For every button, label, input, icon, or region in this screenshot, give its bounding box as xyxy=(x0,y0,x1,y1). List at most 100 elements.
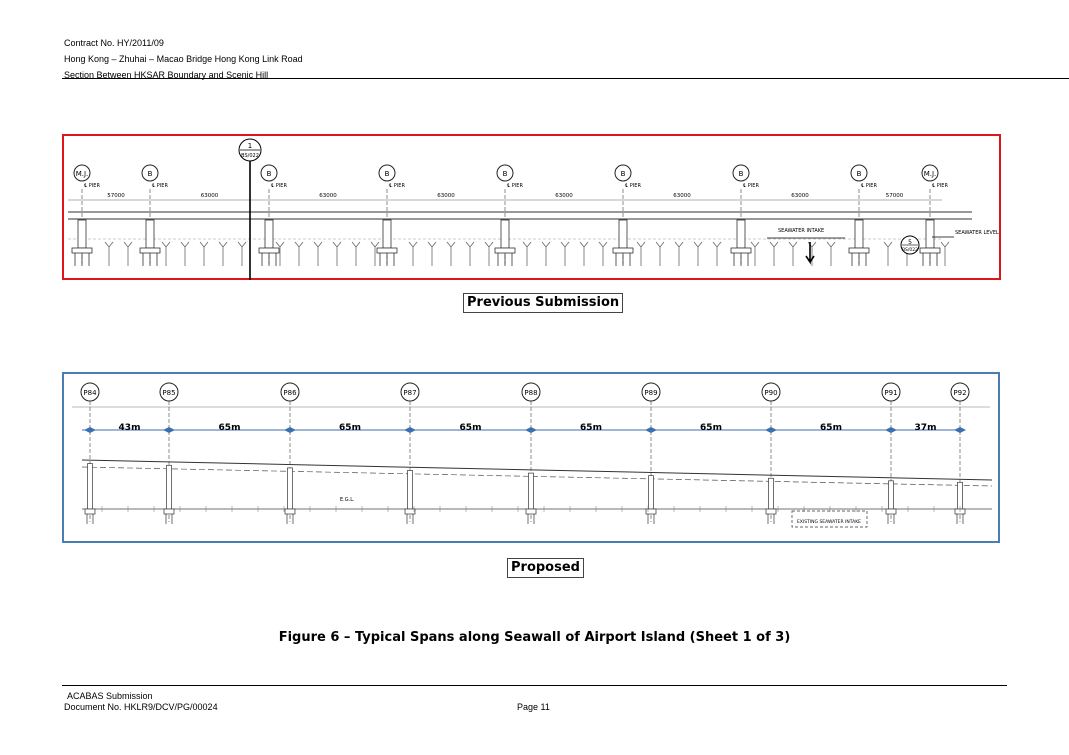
proposed-caption: Proposed xyxy=(507,558,584,578)
span-length-label: 65m xyxy=(700,423,722,433)
pier-marker-label: M.J. xyxy=(924,170,937,178)
seawall-symbol xyxy=(237,241,247,266)
seawater-level-label: SEAWATER LEVEL xyxy=(955,230,999,236)
pier-marker-label: M.J. xyxy=(76,170,89,178)
pier-column xyxy=(77,219,87,249)
seawall-symbol xyxy=(199,241,209,266)
seawall-symbol xyxy=(313,241,323,266)
pile-cap xyxy=(525,508,537,515)
deck-profile-line xyxy=(81,466,993,487)
pile-cap xyxy=(885,508,897,515)
pile-cap xyxy=(139,247,161,254)
seawall-symbol xyxy=(674,241,684,266)
span-length-label: 65m xyxy=(580,423,602,433)
seawall-symbol xyxy=(446,241,456,266)
pile-cap xyxy=(163,508,175,515)
footer-document-number: Document No. HKLR9/DCV/PG/00024 xyxy=(64,702,218,712)
existing-intake-label: EXISTING SEAWATER INTAKE xyxy=(797,519,861,525)
project-name: Hong Kong – Zhuhai – Macao Bridge Hong K… xyxy=(64,54,303,64)
pile-cap xyxy=(376,247,398,254)
pier-centerline-label: ℄ PIER xyxy=(84,183,100,189)
section-marker-5-number: 5 xyxy=(908,239,912,246)
pier-column xyxy=(528,472,534,510)
pier-marker-label: P87 xyxy=(403,389,416,397)
seawall-symbol xyxy=(408,241,418,266)
pile-cap xyxy=(765,508,777,515)
seawall-symbol xyxy=(427,241,437,266)
pier-column xyxy=(854,219,864,249)
seawall-symbol xyxy=(541,241,551,266)
span-arrowhead xyxy=(765,427,777,433)
seawall-symbol xyxy=(883,241,893,266)
pier-column xyxy=(888,480,894,510)
seawall-symbol xyxy=(104,241,114,266)
span-arrowhead xyxy=(525,427,537,433)
seawall-symbol xyxy=(180,241,190,266)
span-dimension-label: 63000 xyxy=(555,193,573,199)
seawall-symbol xyxy=(636,241,646,266)
pile-cap xyxy=(730,247,752,254)
pile-cap xyxy=(404,508,416,515)
header-rule xyxy=(62,78,1069,79)
span-arrowhead xyxy=(404,427,416,433)
seawall-symbol xyxy=(788,241,798,266)
proposed-frame xyxy=(62,372,1000,543)
seawall-symbol xyxy=(123,241,133,266)
deck-top-line xyxy=(81,459,993,481)
seawall-symbol xyxy=(484,241,494,266)
pier-column xyxy=(648,475,654,510)
pier-marker-label: P88 xyxy=(524,389,537,397)
seawall-symbol xyxy=(351,241,361,266)
seawall-symbol xyxy=(598,241,608,266)
section-marker-number: 1 xyxy=(248,142,252,150)
span-arrowhead xyxy=(645,427,657,433)
seawall-symbol xyxy=(522,241,532,266)
pier-marker-label: P84 xyxy=(83,389,97,397)
span-length-label: 37m xyxy=(915,423,937,433)
footer-rule xyxy=(62,685,1007,686)
section-marker-ref: BS/022 xyxy=(241,153,259,159)
previous-frame xyxy=(62,134,1001,280)
span-dimension-label: 57000 xyxy=(107,193,125,199)
pier-column xyxy=(87,463,93,510)
span-length-label: 43m xyxy=(119,423,141,433)
pier-centerline-label: ℄ PIER xyxy=(152,183,168,189)
pier-marker xyxy=(850,164,868,182)
pier-marker xyxy=(260,164,278,182)
pier-marker xyxy=(378,164,396,182)
seawall-symbol xyxy=(579,241,589,266)
pier-marker-label: P89 xyxy=(644,389,657,397)
span-arrowhead xyxy=(284,427,296,433)
span-dimension-label: 63000 xyxy=(791,193,809,199)
pier-centerline-label: ℄ PIER xyxy=(861,183,877,189)
span-arrowhead xyxy=(84,427,96,433)
pile-cap xyxy=(284,508,296,515)
pier-marker-label: P86 xyxy=(283,389,297,397)
seawall-symbol xyxy=(218,241,228,266)
seawall-symbol xyxy=(332,241,342,266)
pier-column xyxy=(166,464,172,510)
pier-column xyxy=(957,481,963,510)
span-length-label: 65m xyxy=(339,423,361,433)
seawater-intake-label: SEAWATER INTAKE xyxy=(778,228,824,234)
pier-marker-label: P85 xyxy=(162,389,175,397)
pier-marker-label: B xyxy=(621,170,626,178)
pier-marker xyxy=(73,164,91,182)
pier-column xyxy=(736,219,746,249)
pile-cap xyxy=(84,508,96,515)
seawall-symbol xyxy=(750,241,760,266)
pier-marker xyxy=(921,164,939,182)
pier-column xyxy=(768,477,774,510)
pier-marker-label: B xyxy=(385,170,390,178)
seawall-symbol xyxy=(826,241,836,266)
seawall-symbol xyxy=(161,241,171,266)
pier-column xyxy=(500,219,510,249)
intake-arrow xyxy=(805,242,815,265)
pier-centerline-label: ℄ PIER xyxy=(625,183,641,189)
span-length-label: 65m xyxy=(460,423,482,433)
pier-marker xyxy=(496,164,514,182)
seawall-symbol xyxy=(940,241,950,266)
section-name: Section Between HKSAR Boundary and Sceni… xyxy=(64,70,269,80)
pier-marker-label: B xyxy=(148,170,153,178)
